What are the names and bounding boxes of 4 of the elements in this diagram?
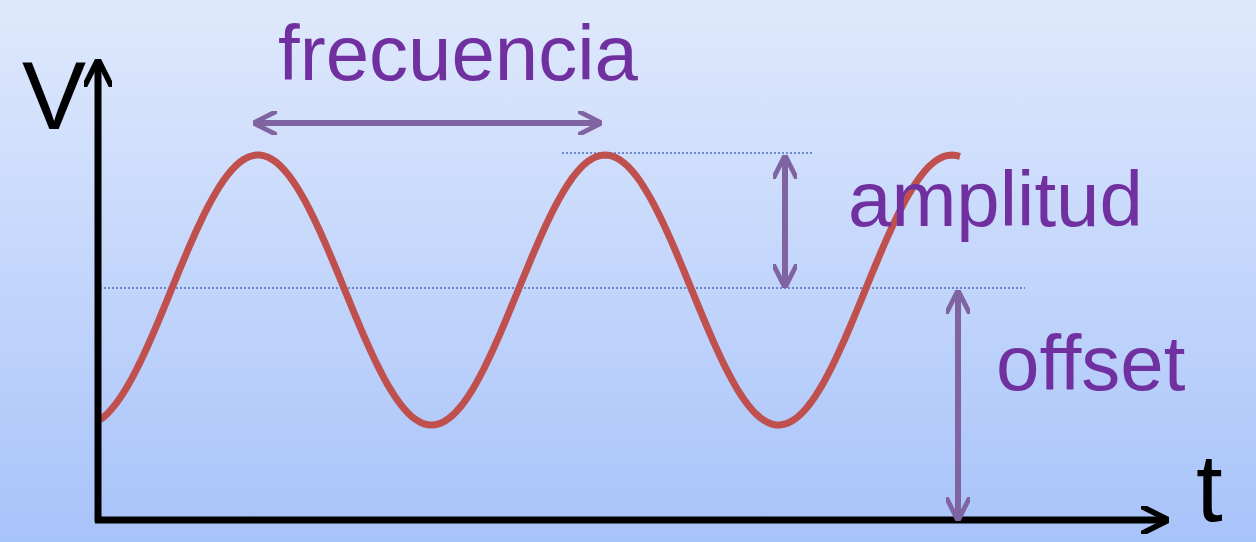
dimension-label: frecuencia [278, 14, 638, 92]
axis-label: t [1196, 440, 1223, 536]
axis-label: V [22, 48, 87, 144]
dimension-label: offset [996, 324, 1186, 402]
